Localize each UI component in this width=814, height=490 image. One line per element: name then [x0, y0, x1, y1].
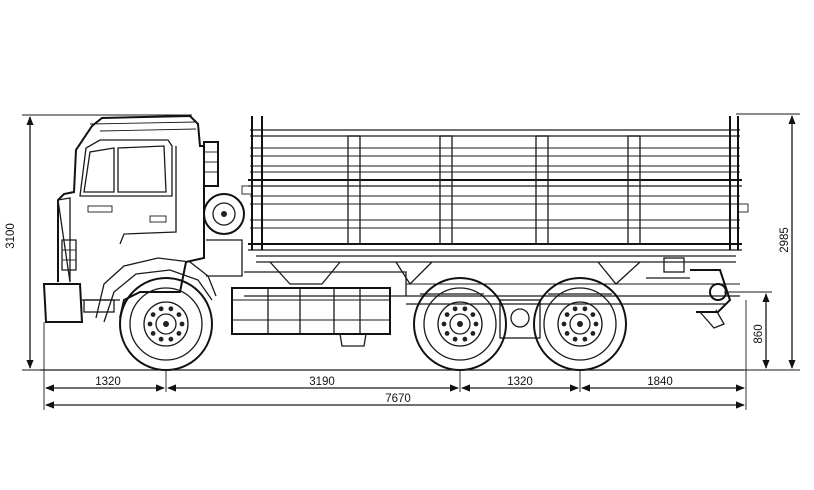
wheel-nut	[561, 321, 567, 327]
dim-hitch-height: 860	[753, 324, 765, 343]
dim-overall-length: 7670	[385, 393, 411, 405]
wheel-nut	[473, 321, 479, 327]
wheel-nut	[582, 306, 588, 312]
wheel-nut	[176, 312, 182, 317]
wheel-nut	[593, 321, 599, 327]
wheel-nut	[158, 306, 164, 312]
rear-wheel-2	[533, 277, 627, 371]
wheel-nut	[179, 321, 185, 327]
dim-platform-height: 2985	[779, 227, 791, 253]
wheel-nuts	[147, 306, 599, 342]
wheel-nut	[168, 306, 174, 312]
dim-front-overhang: 1320	[95, 376, 121, 388]
wheel-nut	[444, 331, 450, 336]
dim-wheelbase-rear: 1320	[507, 376, 533, 388]
cab	[42, 114, 245, 323]
wheel-nut	[452, 306, 458, 312]
wheel-nut	[158, 336, 164, 342]
wheel-nut	[176, 331, 182, 336]
rear-wheel-1	[413, 277, 507, 371]
wheel-nut	[590, 331, 596, 336]
wheel-nut	[470, 331, 476, 336]
wheel-nut	[470, 312, 476, 317]
wheel-nut	[564, 331, 570, 336]
cargo-body	[241, 116, 749, 263]
truck-side-view	[42, 114, 749, 371]
wheel-nut	[564, 312, 570, 317]
wheel-nut	[168, 336, 174, 342]
wheel-nut	[150, 312, 156, 317]
chassis	[231, 257, 740, 347]
wheel-nut	[572, 336, 578, 342]
wheel-nut	[452, 336, 458, 342]
wheel-nut	[147, 321, 153, 327]
wheel-nut	[582, 336, 588, 342]
dim-overall-height: 3100	[5, 223, 17, 249]
dim-rear-overhang: 1840	[647, 376, 673, 388]
dim-wheelbase-front: 3190	[309, 376, 335, 388]
wheel-nut	[444, 312, 450, 317]
wheel-nut	[150, 331, 156, 336]
wheel-nut	[462, 306, 468, 312]
dimension-lines	[22, 113, 800, 410]
wheel-nut	[572, 306, 578, 312]
wheel-nut	[462, 336, 468, 342]
wheel-nut	[441, 321, 447, 327]
wheel-nut	[590, 312, 596, 317]
